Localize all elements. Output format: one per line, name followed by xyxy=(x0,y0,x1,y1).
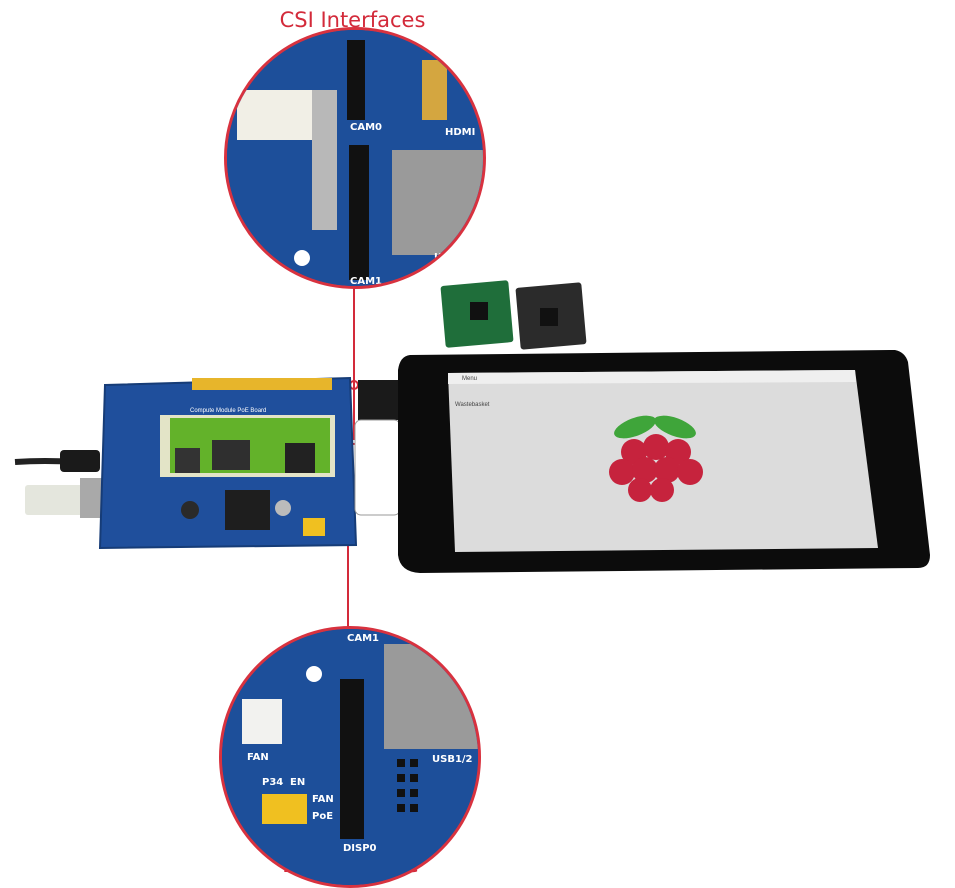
camera-modules xyxy=(440,280,587,350)
screen-menu-label: Menu xyxy=(462,376,478,382)
csi-zoom-detail xyxy=(227,30,483,286)
board-name-label: Compute Module PoE Board xyxy=(190,408,267,414)
dsi-zoom-circle: CAM1 FAN P34 EN FAN PoE USB1/2 DISP0 xyxy=(219,626,481,888)
poe-label: PoE xyxy=(312,811,334,822)
hdmi-label: HDMI xyxy=(445,127,476,138)
raspberry-logo xyxy=(609,415,703,502)
csi-zoom-circle: CAM0 CAM1 HDMI US xyxy=(224,27,486,289)
fan-label: FAN xyxy=(247,752,269,763)
p34-label: P34 xyxy=(262,777,284,788)
disp0-label: DISP0 xyxy=(343,843,377,854)
display xyxy=(398,350,930,573)
cam0-label: CAM0 xyxy=(350,122,382,133)
screen-desktop-icon-label: Wastebasket xyxy=(455,402,490,408)
pcb-board xyxy=(98,376,401,550)
cam1-label-bottom: CAM1 xyxy=(347,633,379,644)
en-label: EN xyxy=(290,777,306,788)
fan-label-2: FAN xyxy=(312,794,334,805)
usb12-label: USB1/2 xyxy=(432,754,473,765)
cam1-label-top: CAM1 xyxy=(350,276,382,287)
usb-label-top: US xyxy=(434,252,450,263)
